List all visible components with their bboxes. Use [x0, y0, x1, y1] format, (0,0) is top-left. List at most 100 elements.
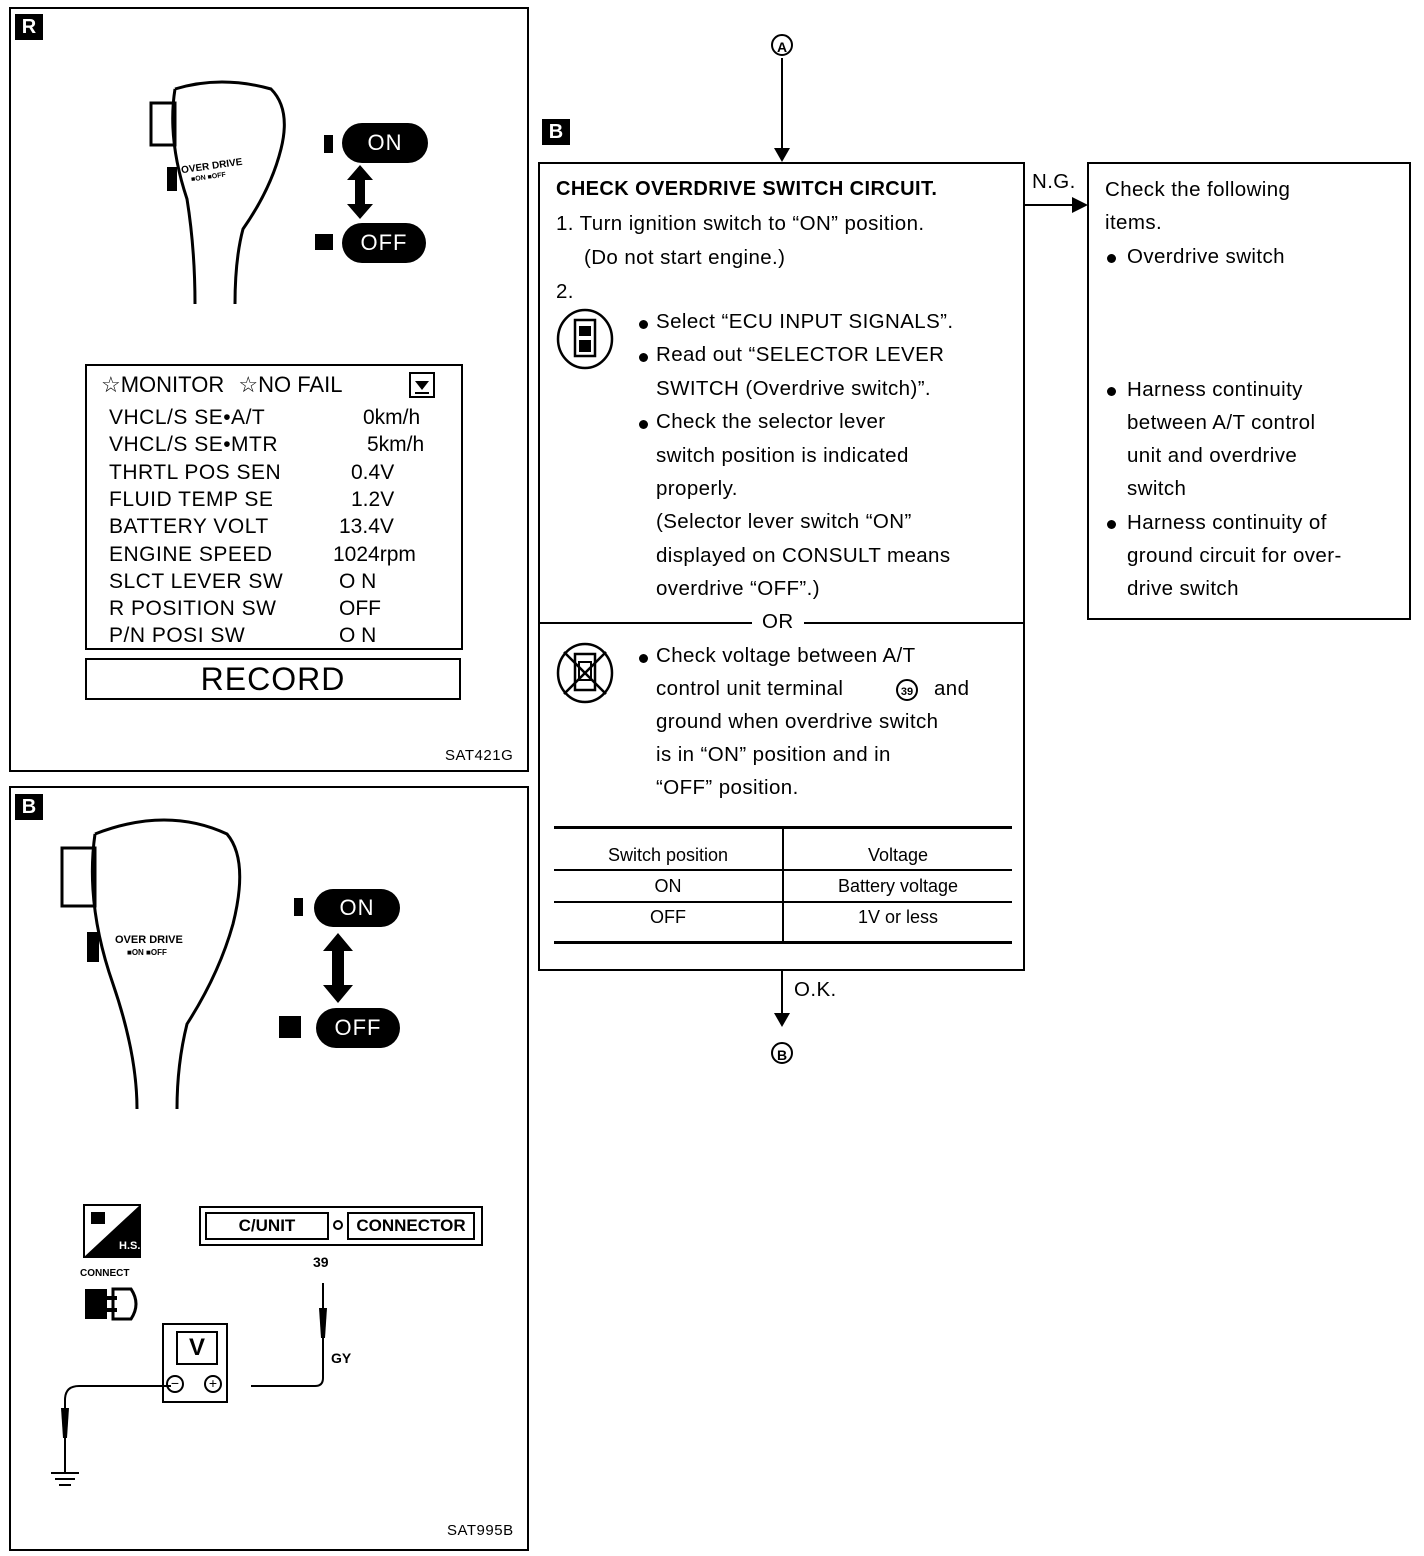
monitor-item-label: THRTL POS SEN [109, 460, 282, 484]
consult-instruction-line: properly. [656, 477, 738, 500]
ng-item-3-line: ground circuit for over- [1127, 544, 1342, 567]
connector-pin-icon [333, 1220, 343, 1230]
record-button[interactable]: RECORD [85, 658, 461, 700]
table-cell: OFF [554, 903, 784, 941]
figure-sat995b: B OVER DRIVE ■ON ■OFF ON OFF H.S. CONNEC… [9, 786, 529, 1551]
bullet-icon [639, 353, 648, 363]
scroll-down-icon[interactable] [409, 372, 435, 398]
voltmeter-wiring [51, 1283, 327, 1486]
consult-instruction-line: Select “ECU INPUT SIGNALS”. [656, 310, 954, 333]
consult-instruction-line: (Selector lever switch “ON” [656, 510, 912, 534]
shift-knob-icon [60, 818, 242, 1110]
bullet-icon [1107, 520, 1116, 529]
tester-line-2b: and [934, 677, 970, 700]
shift-knob-icon [149, 80, 286, 305]
tester-line-1: Check voltage between A/T [656, 644, 916, 667]
ng-item-3-line: drive switch [1127, 577, 1239, 600]
no-consult-icon [556, 642, 614, 704]
figure-badge: R [15, 14, 43, 40]
step-title: CHECK OVERDRIVE SWITCH CIRCUIT. [556, 178, 938, 200]
table-header-voltage: Voltage [867, 845, 929, 865]
marker-b: B [771, 1042, 793, 1064]
connect-plug-icon [85, 1287, 138, 1321]
ng-item-2-line: unit and overdrive [1127, 444, 1298, 467]
monitor-item-value: 0.4V [351, 460, 395, 484]
consult-instruction-line: SWITCH (Overdrive switch)”. [656, 376, 932, 400]
table-cell: 1V or less [857, 907, 939, 927]
indicator-off-icon [279, 1016, 301, 1038]
monitor-item-label: P/N POSI SW [109, 624, 246, 648]
consult-instruction-line: Read out “SELECTOR LEVER [656, 343, 945, 367]
knob-text: OVER DRIVE [115, 934, 183, 946]
monitor-item-value: 0km/h [363, 406, 421, 429]
consult-instruction-line: displayed on CONSULT means [656, 543, 951, 567]
monitor-header-mode: MONITOR [120, 372, 225, 397]
tester-line-3: ground when overdrive switch [656, 710, 939, 733]
or-label: OR [752, 610, 804, 634]
monitor-header: ☆MONITOR ☆NO FAIL [101, 372, 342, 398]
bullet-icon [639, 420, 648, 430]
bullet-icon [639, 320, 648, 329]
monitor-item-value: 1.2V [351, 487, 395, 511]
table-row: ON Battery voltage [554, 871, 1012, 903]
consult-instruction-line: switch position is indicated [656, 443, 909, 467]
table-header-switch: Switch position [554, 829, 784, 869]
off-label: OFF [342, 223, 426, 263]
up-down-arrow-icon [323, 933, 353, 1003]
figure-sat421g: R OVER DRIVE ■ON ■OFF ON OFF ☆MONITOR ☆N… [9, 7, 529, 772]
table-cell: ON [554, 871, 784, 901]
positive-terminal-icon: + [204, 1375, 222, 1393]
monitor-item-label: VHCL/S SE•MTR [109, 433, 279, 457]
terminal-39-badge: 39 [896, 679, 918, 701]
ng-item-2-line: between A/T control [1127, 411, 1316, 434]
bullet-icon [1107, 254, 1116, 263]
cunit-connector: C/UNIT CONNECTOR [199, 1206, 483, 1246]
marker-a: A [771, 34, 793, 56]
ng-item-2-line: Harness continuity [1127, 378, 1303, 401]
monitor-item-label: SLCT LEVER SW [109, 569, 284, 593]
consult-instruction-line: Check the selector lever [656, 410, 886, 434]
terminal-number: 39 [313, 1254, 329, 1270]
monitor-item-value: O N [339, 569, 377, 593]
monitor-item-label: ENGINE SPEED [109, 542, 273, 566]
knob-text-2: ■ON ■OFF [127, 948, 167, 957]
table-cell: Battery voltage [837, 876, 959, 896]
figure-code: SAT421G [445, 747, 514, 764]
figure-code: SAT995B [447, 1522, 514, 1539]
monitor-item-value: 1024rpm [333, 542, 416, 566]
wire-color-label: GY [331, 1350, 352, 1366]
monitor-item-label: BATTERY VOLT [109, 515, 269, 539]
bullet-icon [639, 654, 648, 663]
table-row: OFF 1V or less [554, 903, 1012, 944]
monitor-item-label: R POSITION SW [109, 597, 277, 621]
connector-line [781, 58, 783, 154]
monitor-item-value: 5km/h [367, 433, 425, 457]
on-label: ON [314, 889, 400, 927]
tester-line-5: “OFF” position. [656, 776, 799, 799]
ng-item-3-line: Harness continuity of [1127, 511, 1327, 534]
monitor-header-status: NO FAIL [258, 372, 343, 397]
step-badge: B [542, 119, 570, 145]
monitor-item-label: VHCL/S SE•A/T [109, 406, 266, 429]
up-down-arrow-icon [347, 165, 373, 219]
step-1: 1. Turn ignition switch to “ON” position… [556, 212, 925, 235]
record-button-label: RECORD [200, 661, 346, 697]
ng-label: N.G. [1032, 170, 1076, 193]
consult-instruction-line: overdrive “OFF”.) [656, 577, 820, 601]
ok-connector-line [781, 971, 783, 1017]
check-step-box: CHECK OVERDRIVE SWITCH CIRCUIT. 1. Turn … [538, 162, 1025, 971]
ng-item-1: Overdrive switch [1127, 245, 1285, 268]
negative-terminal-icon: − [166, 1375, 184, 1393]
ng-line-2: items. [1105, 211, 1163, 234]
tester-line-2: control unit terminal [656, 677, 844, 700]
ng-check-box: Check the following items. Overdrive swi… [1087, 162, 1411, 620]
consult-icon [556, 308, 614, 370]
cunit-label: C/UNIT [205, 1212, 329, 1240]
off-label: OFF [316, 1008, 400, 1048]
step-2: 2. [556, 280, 574, 303]
indicator-on-icon [324, 135, 333, 153]
star-icon: ☆ [101, 372, 121, 397]
voltage-table: Switch position Voltage ON Battery volta… [554, 826, 1012, 944]
ng-line-1: Check the following [1105, 178, 1291, 201]
